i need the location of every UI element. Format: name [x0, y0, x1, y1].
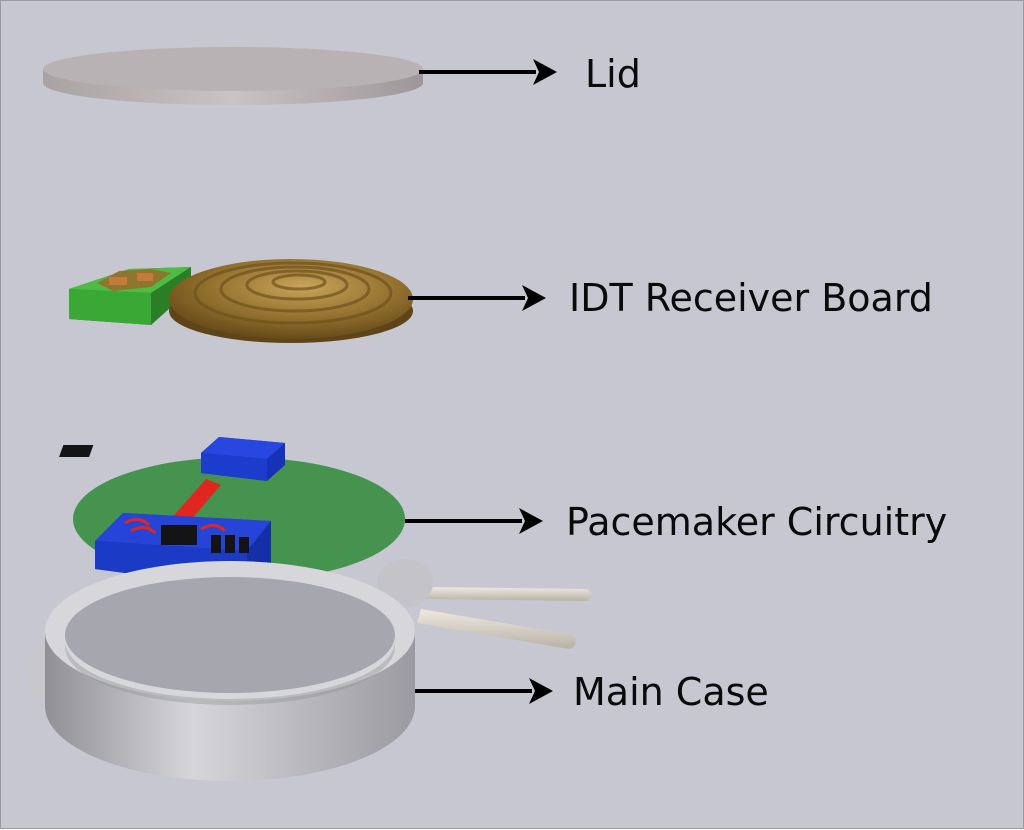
arrow-lid: [419, 59, 557, 85]
main-case-label: Main Case: [573, 670, 769, 714]
arrow-idt-receiver-board: [408, 285, 546, 311]
pacemaker-circuitry-part: [59, 437, 405, 589]
arrow-main-case: [415, 678, 553, 704]
lid-label: Lid: [585, 52, 641, 96]
idt-receiver-board-part: [69, 259, 413, 343]
pacemaker-circuitry-label: Pacemaker Circuitry: [566, 500, 948, 544]
main-case-part: [27, 559, 591, 781]
arrow-pacemaker-circuitry: [405, 508, 543, 534]
idt-receiver-board-label: IDT Receiver Board: [569, 276, 933, 320]
lid-part: [43, 47, 423, 105]
